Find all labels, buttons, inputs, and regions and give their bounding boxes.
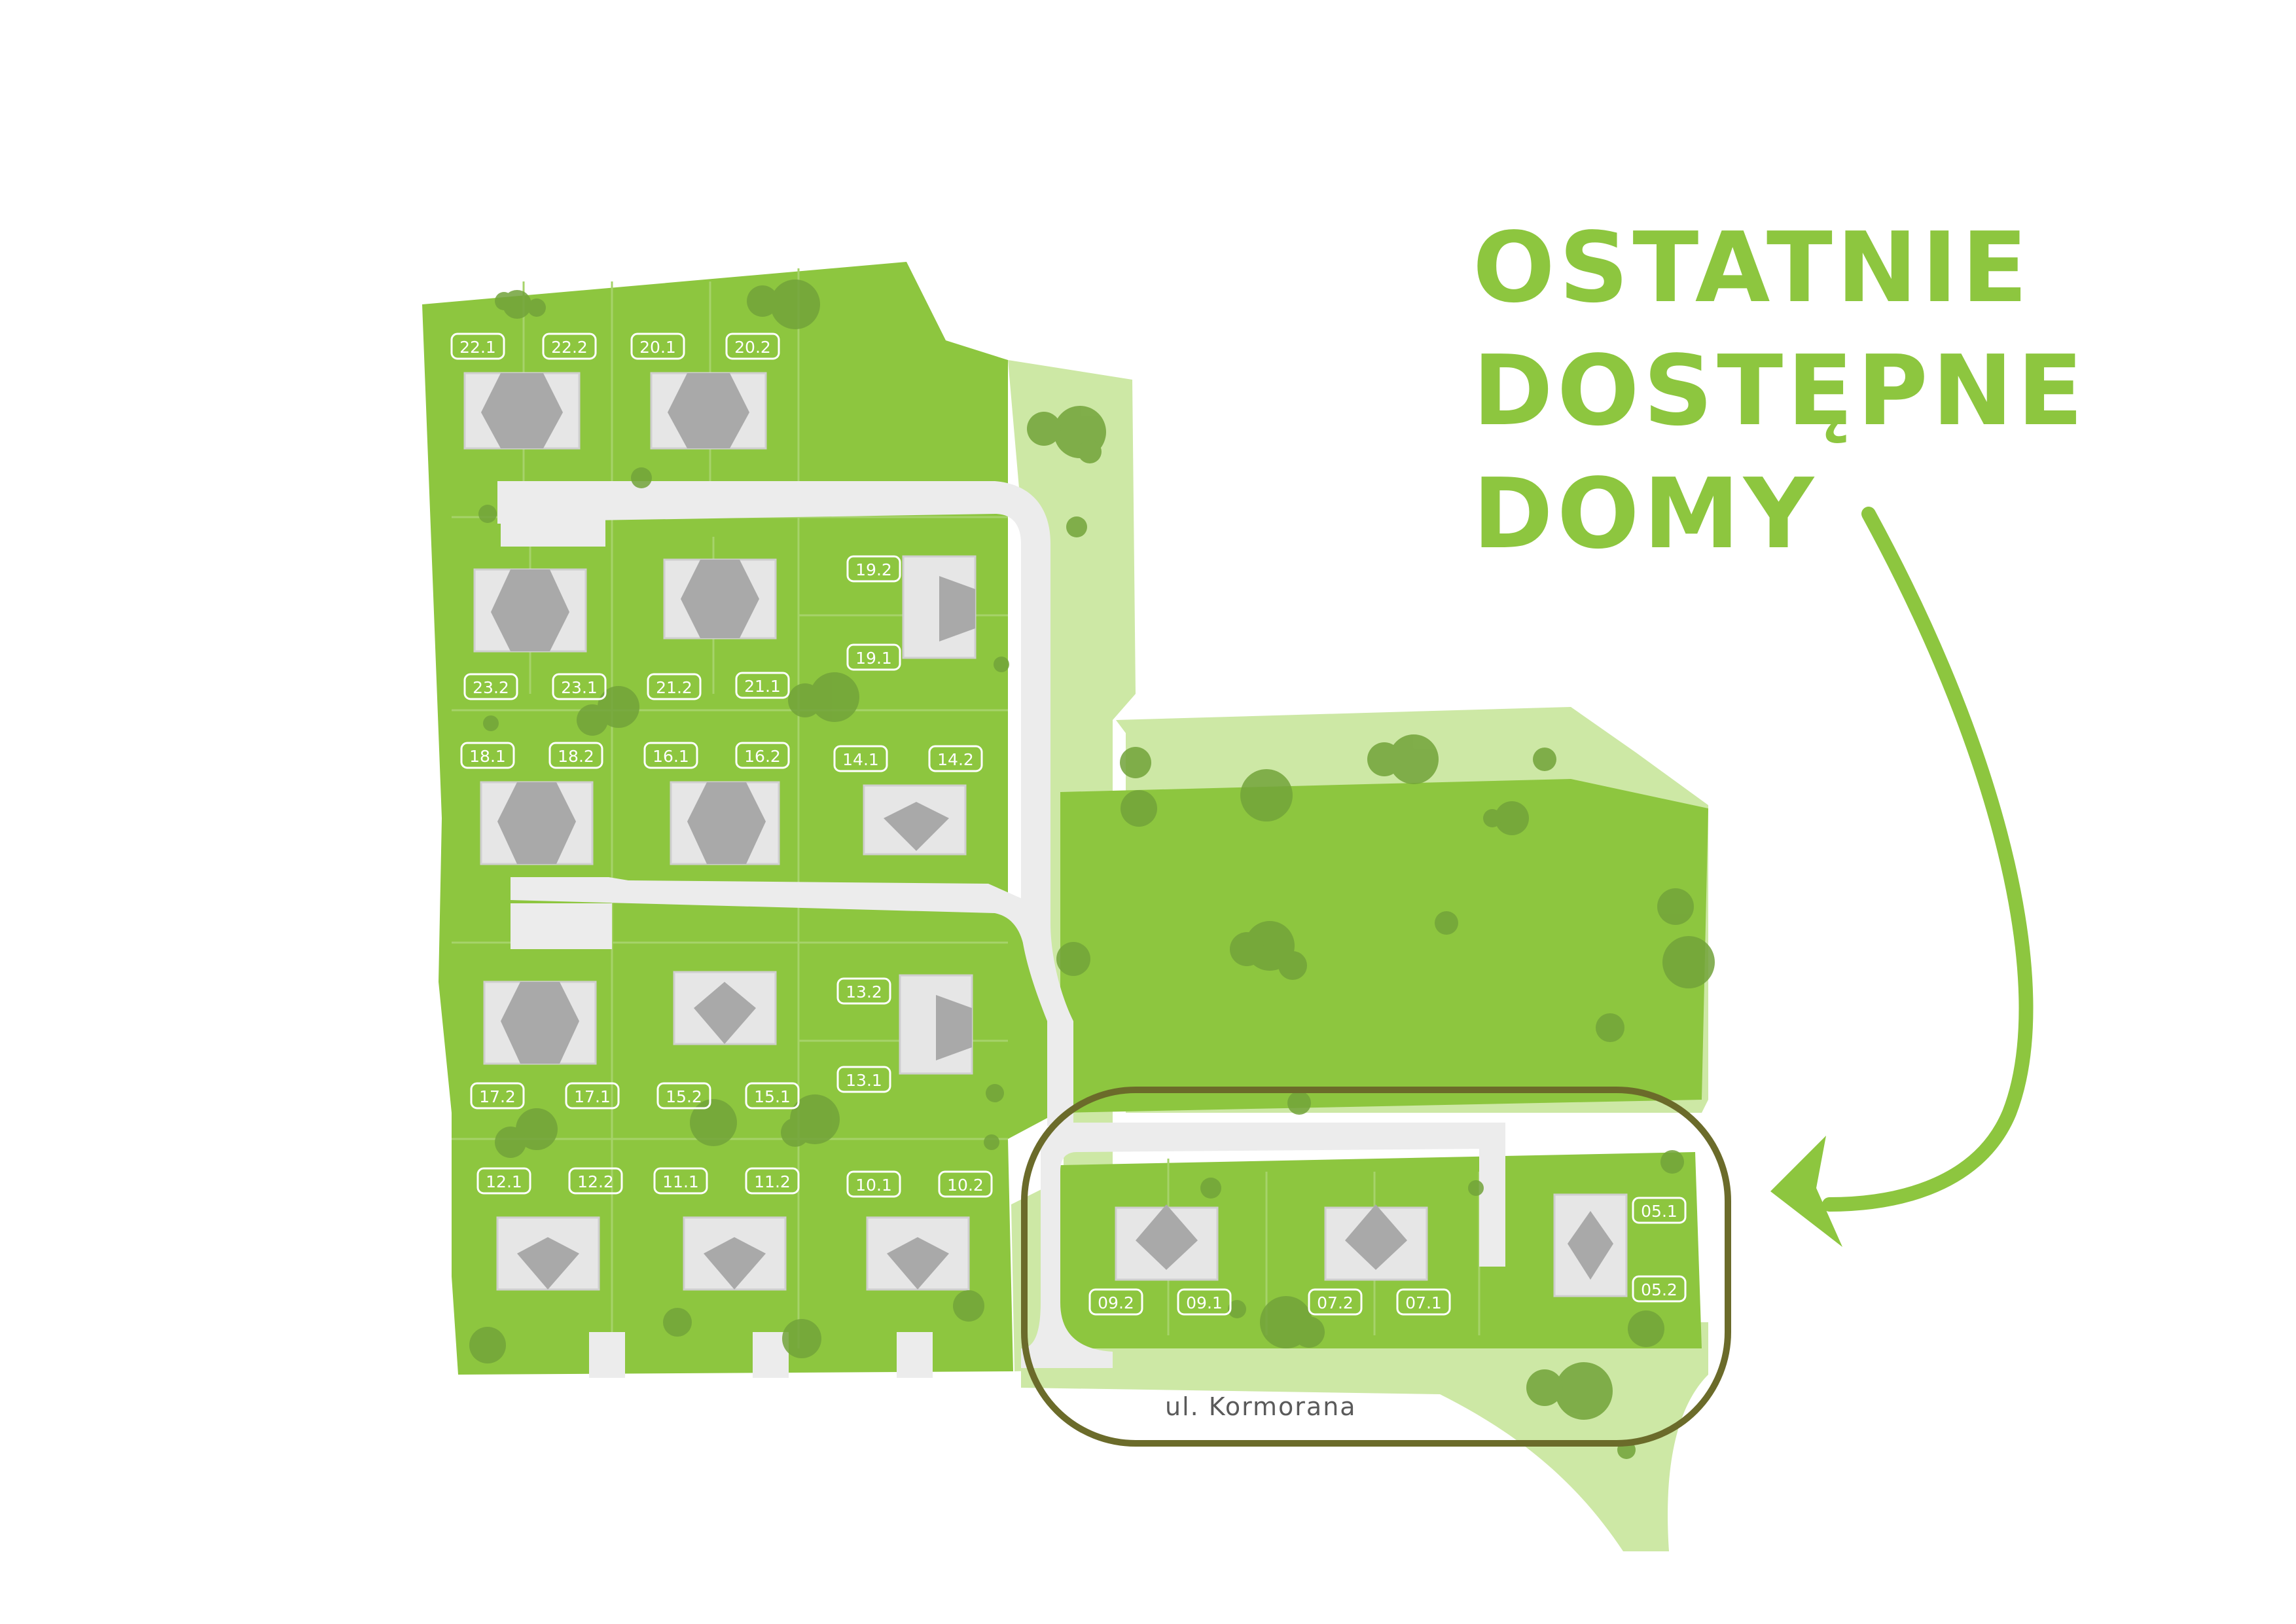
available-houses-highlight xyxy=(1021,1087,1731,1447)
lot-label-22-2: 22.2 xyxy=(542,333,597,360)
lot-number: 17.2 xyxy=(479,1087,516,1106)
house-23 xyxy=(473,568,587,653)
lot-number: 11.1 xyxy=(662,1172,699,1191)
arrow-icon xyxy=(1770,507,2034,1247)
trees xyxy=(469,280,1715,1459)
lot-label-19-1: 19.1 xyxy=(846,643,901,671)
house-09 xyxy=(1115,1204,1219,1281)
lot-number: 07.2 xyxy=(1317,1293,1354,1312)
lot-label-13-1: 13.1 xyxy=(836,1066,891,1093)
lot-label-15-2: 15.2 xyxy=(656,1082,711,1110)
lot-label-17-2: 17.2 xyxy=(470,1082,525,1110)
lot-label-21-1: 21.1 xyxy=(735,672,790,699)
house-21 xyxy=(663,558,777,640)
headline-line-3: DOMY xyxy=(1473,458,1818,570)
lot-number: 20.2 xyxy=(734,338,771,357)
lot-number: 05.2 xyxy=(1641,1280,1677,1299)
lot-label-20-2: 20.2 xyxy=(725,333,780,360)
house-10 xyxy=(866,1216,970,1291)
lot-label-10-1: 10.1 xyxy=(846,1170,901,1198)
house-22 xyxy=(463,372,581,450)
lot-number: 21.2 xyxy=(656,678,692,697)
house-05 xyxy=(1553,1193,1628,1297)
lot-label-22-1: 22.1 xyxy=(450,333,505,360)
lot-number: 15.2 xyxy=(666,1087,702,1106)
lot-number: 12.1 xyxy=(486,1172,522,1191)
lot-number: 22.1 xyxy=(459,338,496,357)
house-17 xyxy=(483,981,597,1065)
lot-number: 19.2 xyxy=(855,560,892,579)
house-13 xyxy=(899,974,973,1075)
lot-number: 10.1 xyxy=(855,1176,892,1195)
lot-number: 05.1 xyxy=(1641,1202,1677,1221)
lot-label-17-1: 17.1 xyxy=(565,1082,620,1110)
street-name: ul. Kormorana xyxy=(1165,1392,1357,1421)
house-11 xyxy=(683,1216,787,1291)
lot-label-21-2: 21.2 xyxy=(647,673,702,700)
lot-number: 18.2 xyxy=(558,747,594,766)
lot-label-05-1: 05.1 xyxy=(1632,1197,1687,1224)
headline-line-2: DOSTĘPNE xyxy=(1473,334,2087,447)
lot-number: 23.2 xyxy=(473,678,509,697)
lot-label-07-1: 07.1 xyxy=(1396,1288,1451,1316)
lot-label-20-1: 20.1 xyxy=(630,333,685,360)
lot-label-05-2: 05.2 xyxy=(1632,1275,1687,1303)
lot-number: 19.1 xyxy=(855,649,892,668)
house-16 xyxy=(670,781,780,865)
house-19 xyxy=(902,555,977,659)
lot-label-19-2: 19.2 xyxy=(846,555,901,583)
lot-number: 09.2 xyxy=(1098,1293,1134,1312)
lot-label-18-1: 18.1 xyxy=(460,742,515,769)
lot-label-07-2: 07.2 xyxy=(1308,1288,1363,1316)
lot-number: 14.1 xyxy=(842,750,879,769)
lot-number: 16.2 xyxy=(744,747,781,766)
houses xyxy=(463,372,1628,1297)
lot-number: 13.1 xyxy=(846,1071,882,1090)
lot-label-11-1: 11.1 xyxy=(653,1167,708,1195)
lot-label-09-1: 09.1 xyxy=(1177,1288,1232,1316)
headline-line-1: OSTATNIE xyxy=(1473,211,2032,324)
house-20 xyxy=(650,372,767,450)
lot-label-23-1: 23.1 xyxy=(552,673,607,700)
lot-label-18-2: 18.2 xyxy=(548,742,603,769)
lot-number: 15.1 xyxy=(754,1087,791,1106)
lot-number: 10.2 xyxy=(947,1176,984,1195)
lot-label-14-2: 14.2 xyxy=(928,745,983,772)
lot-number: 17.1 xyxy=(574,1087,611,1106)
house-15 xyxy=(673,971,777,1045)
lot-number: 23.1 xyxy=(561,678,598,697)
lot-label-09-2: 09.2 xyxy=(1088,1288,1143,1316)
lot-label-16-2: 16.2 xyxy=(735,742,790,769)
lot-label-12-2: 12.2 xyxy=(568,1167,623,1195)
lot-number: 21.1 xyxy=(744,677,781,696)
house-12 xyxy=(496,1216,600,1291)
lot-label-23-2: 23.2 xyxy=(463,673,518,700)
house-18 xyxy=(480,781,594,865)
lot-label-14-1: 14.1 xyxy=(833,745,888,772)
lot-number: 22.2 xyxy=(551,338,588,357)
lot-number: 18.1 xyxy=(469,747,506,766)
lot-label-13-2: 13.2 xyxy=(836,977,891,1005)
lot-label-15-1: 15.1 xyxy=(745,1082,800,1110)
lot-number: 16.1 xyxy=(653,747,689,766)
house-14 xyxy=(863,784,967,856)
headline: OSTATNIE DOSTĘPNE DOMY xyxy=(1473,206,2087,575)
lot-number: 12.2 xyxy=(577,1172,614,1191)
lot-number: 14.2 xyxy=(937,750,974,769)
lot-label-12-1: 12.1 xyxy=(476,1167,531,1195)
lot-label-16-1: 16.1 xyxy=(643,742,698,769)
lot-number: 07.1 xyxy=(1405,1293,1442,1312)
lot-labels: 22.1 22.2 20.1 20.2 19.2 19.1 23.2 23.1 21.2 21.1… xyxy=(450,333,1687,1316)
lot-label-11-2: 11.2 xyxy=(745,1167,800,1195)
lot-label-10-2: 10.2 xyxy=(938,1170,993,1198)
house-07 xyxy=(1324,1204,1428,1281)
lot-number: 11.2 xyxy=(754,1172,791,1191)
lot-number: 20.1 xyxy=(639,338,676,357)
internal-roads xyxy=(497,481,1505,1378)
lot-number: 09.1 xyxy=(1186,1293,1223,1312)
lot-number: 13.2 xyxy=(846,983,882,1001)
